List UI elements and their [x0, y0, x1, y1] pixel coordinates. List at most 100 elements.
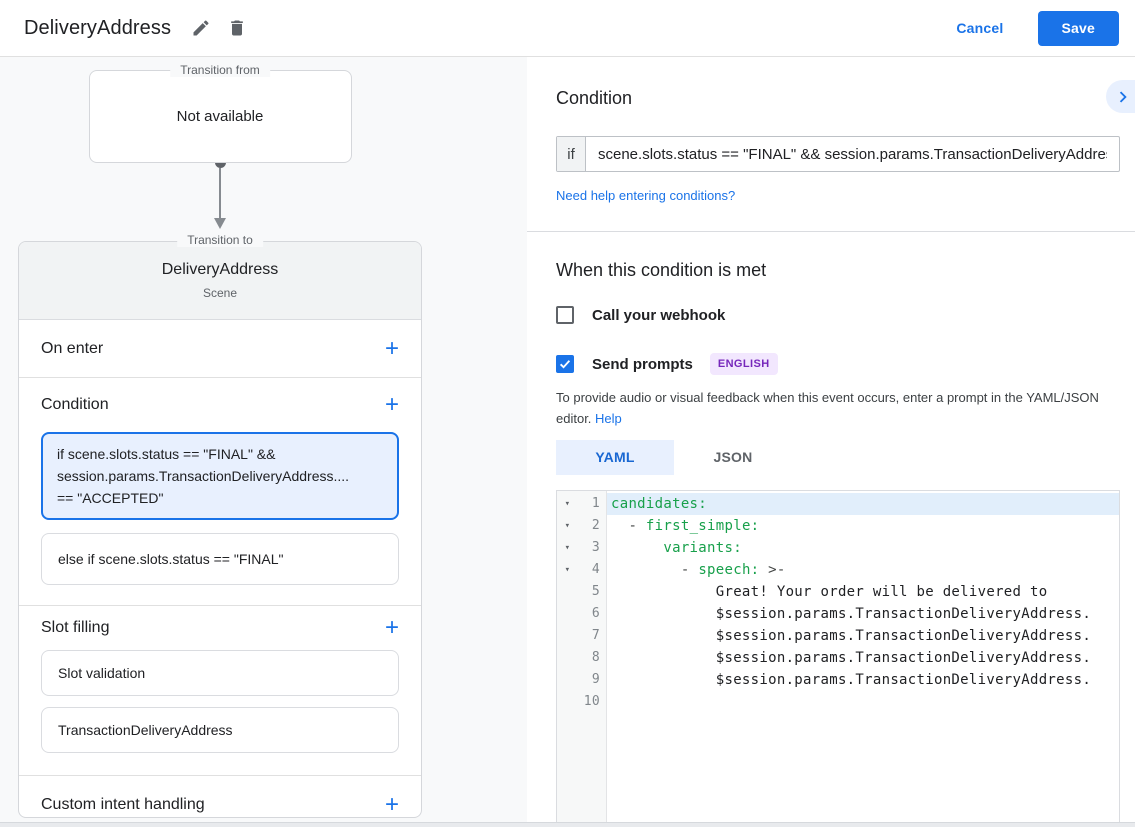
- transition-from-legend: Transition from: [170, 63, 270, 77]
- custom-intent-row: Custom intent handling +: [19, 776, 421, 818]
- detail-panel: Condition if Need help entering conditio…: [527, 57, 1135, 827]
- webhook-row: Call your webhook: [556, 306, 1120, 324]
- fold-arrow-icon[interactable]: ▾: [564, 542, 571, 553]
- code-line[interactable]: - speech: >-: [607, 559, 1119, 581]
- transaction-delivery-address-card[interactable]: TransactionDeliveryAddress: [41, 707, 399, 753]
- line-number: 7: [591, 627, 600, 643]
- tab-yaml[interactable]: YAML: [556, 439, 674, 475]
- gutter-cell: 8: [557, 647, 606, 669]
- gutter-cell: 6: [557, 603, 606, 625]
- when-condition-heading: When this condition is met: [556, 260, 767, 280]
- transition-from-box: Transition from Not available: [88, 63, 352, 163]
- top-bar: DeliveryAddress Cancel Save: [0, 0, 1135, 57]
- gutter-cell: 10: [557, 691, 606, 713]
- code-line[interactable]: $session.params.TransactionDeliveryAddre…: [607, 647, 1119, 669]
- condition-line: session.params.TransactionDeliveryAddres…: [57, 468, 350, 484]
- slot-filling-label: Slot filling: [41, 619, 110, 636]
- token-meta: -: [680, 561, 699, 578]
- token-plain: [611, 540, 663, 556]
- line-number: 10: [583, 693, 600, 709]
- token-key: candidates:: [611, 495, 708, 512]
- flow-panel: Transition from Not available Transition…: [0, 57, 527, 822]
- condition-expression-input[interactable]: [586, 137, 1119, 171]
- send-prompts-checkbox[interactable]: [556, 355, 574, 373]
- send-prompts-row: Send prompts ENGLISH: [556, 353, 1120, 375]
- section-padding: [19, 753, 421, 775]
- send-prompts-label: Send prompts: [592, 355, 693, 373]
- condition-section-row: Condition +: [19, 378, 421, 432]
- editor-hint: To provide audio or visual feedback when…: [556, 388, 1118, 430]
- format-tabs: YAML JSON: [556, 439, 1120, 475]
- divider: [19, 377, 421, 378]
- divider: [527, 231, 1135, 232]
- code-line[interactable]: $session.params.TransactionDeliveryAddre…: [607, 625, 1119, 647]
- add-slot-button[interactable]: +: [384, 614, 399, 641]
- delete-scene-button[interactable]: [219, 10, 255, 46]
- line-number: 5: [591, 583, 600, 599]
- gutter-cell: ▾4: [557, 559, 606, 581]
- gutter-cell: ▾3: [557, 537, 606, 559]
- scene-type-label: Scene: [202, 286, 238, 300]
- save-button[interactable]: Save: [1037, 10, 1119, 46]
- token-plain: Great! Your order will be delivered to: [611, 583, 1048, 600]
- edit-title-button[interactable]: [183, 10, 219, 46]
- horizontal-scrollbar[interactable]: [0, 822, 1135, 827]
- code-line[interactable]: $session.params.TransactionDeliveryAddre…: [607, 669, 1119, 691]
- conditions-help-link[interactable]: Need help entering conditions?: [556, 188, 736, 203]
- language-badge: ENGLISH: [709, 353, 778, 375]
- fold-arrow-icon[interactable]: ▾: [564, 564, 571, 575]
- page-title: DeliveryAddress: [24, 16, 172, 39]
- token-plain: $session.params.TransactionDeliveryAddre…: [611, 649, 1092, 666]
- slot-filling-row: Slot filling +: [19, 606, 421, 650]
- on-enter-row: On enter +: [19, 320, 421, 377]
- slot-validation-card[interactable]: Slot validation: [41, 650, 399, 696]
- hint-text: To provide audio or visual feedback when…: [556, 390, 1099, 426]
- code-line[interactable]: variants:: [607, 537, 1119, 559]
- token-plain: $session.params.TransactionDeliveryAddre…: [611, 605, 1092, 622]
- condition-card-selected[interactable]: if scene.slots.status == "FINAL" && sess…: [41, 432, 399, 520]
- transition-from-value: Not available: [176, 108, 264, 125]
- if-condition-row: if: [556, 136, 1120, 172]
- call-webhook-checkbox[interactable]: [556, 306, 574, 324]
- transition-arrow: [214, 157, 226, 229]
- transition-to-legend: Transition to: [177, 233, 263, 247]
- line-number: 1: [591, 495, 600, 511]
- divider: [19, 605, 421, 606]
- fold-arrow-icon[interactable]: ▾: [564, 520, 571, 531]
- hint-help-link[interactable]: Help: [595, 410, 622, 426]
- gutter-cell: 7: [557, 625, 606, 647]
- condition-card-else[interactable]: else if scene.slots.status == "FINAL": [41, 533, 399, 585]
- code-line[interactable]: Great! Your order will be delivered to: [607, 581, 1119, 603]
- code-line[interactable]: candidates:: [607, 492, 1119, 515]
- code-line[interactable]: $session.params.TransactionDeliveryAddre…: [607, 603, 1119, 625]
- condition-heading: Condition: [556, 88, 633, 108]
- line-number: 2: [591, 517, 600, 533]
- add-condition-button[interactable]: +: [384, 391, 399, 418]
- pencil-icon: [193, 20, 209, 36]
- token-plain: $session.params.TransactionDeliveryAddre…: [611, 671, 1092, 688]
- arrow-head-icon: [214, 218, 226, 229]
- line-number: 8: [591, 649, 600, 665]
- token-plain: [611, 562, 681, 578]
- line-number: 9: [591, 671, 600, 687]
- add-custom-intent-button[interactable]: +: [384, 790, 399, 818]
- add-on-enter-button[interactable]: +: [384, 334, 399, 362]
- transition-to-wrap: Transition to DeliveryAddress Scene On e…: [18, 233, 422, 818]
- body: Transition from Not available Transition…: [0, 57, 1135, 827]
- line-number: 4: [591, 561, 600, 577]
- token-meta: -: [611, 517, 646, 534]
- gutter-cell: 9: [557, 669, 606, 691]
- on-enter-label: On enter: [41, 339, 104, 357]
- token-key: variants:: [663, 539, 742, 556]
- code-line[interactable]: [607, 691, 1119, 713]
- cancel-button[interactable]: Cancel: [940, 12, 1019, 44]
- scene-card-header: DeliveryAddress Scene: [19, 242, 421, 320]
- code-line[interactable]: - first_simple:: [607, 515, 1119, 537]
- tab-json[interactable]: JSON: [674, 440, 792, 475]
- editor-code-area[interactable]: candidates: - first_simple: variants: - …: [607, 491, 1119, 827]
- collapse-panel-button[interactable]: [1106, 80, 1135, 113]
- fold-arrow-icon[interactable]: ▾: [564, 498, 571, 509]
